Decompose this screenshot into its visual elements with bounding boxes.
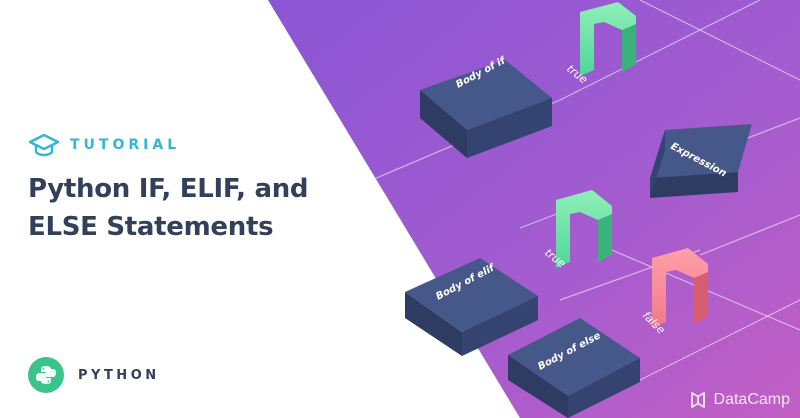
block-body-of-else: Body of else (508, 318, 640, 418)
datacamp-label: DataCamp (713, 391, 790, 408)
true-gate-top (580, 2, 636, 76)
datacamp-brand: DataCamp (688, 390, 790, 410)
datacamp-logo-icon (690, 392, 705, 408)
graduation-cap-icon (28, 133, 60, 157)
python-topic: PYTHON (28, 357, 160, 393)
false-gate (652, 248, 708, 328)
block-expression: Expression (650, 124, 752, 198)
page-title-line-2: ELSE Statements (28, 212, 274, 242)
python-label: PYTHON (78, 367, 160, 383)
page-title-line-1: Python IF, ELIF, and (28, 174, 309, 204)
page-title: Python IF, ELIF, and ELSE Statements (28, 170, 328, 246)
python-logo-icon (28, 357, 64, 393)
tutorial-tag: TUTORIAL (28, 130, 328, 160)
purple-background (268, 0, 800, 418)
left-panel: TUTORIAL Python IF, ELIF, and ELSE State… (28, 130, 328, 246)
tutorial-label: TUTORIAL (70, 137, 181, 153)
true-gate-middle (556, 190, 612, 268)
